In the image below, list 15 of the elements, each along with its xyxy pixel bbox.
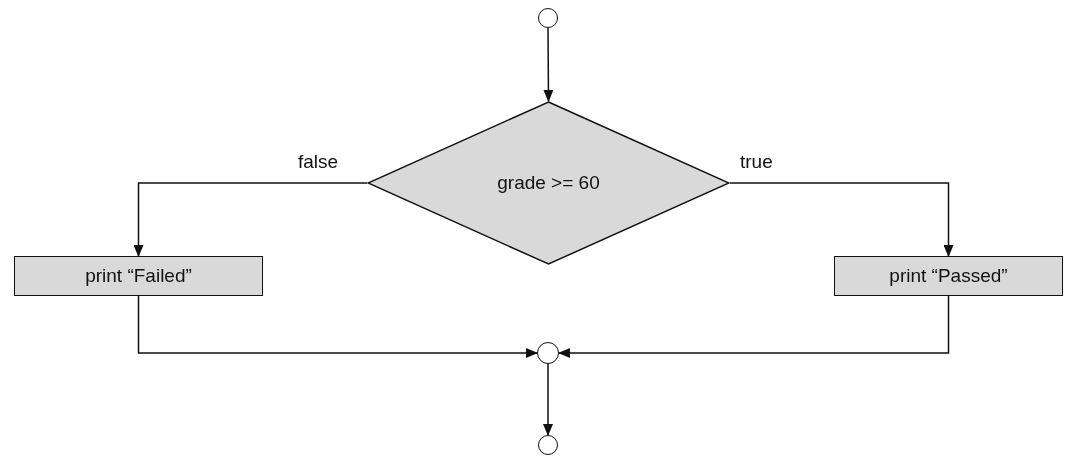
- arrow: [137, 295, 538, 358]
- arrow: [543, 363, 553, 436]
- action-text: print “Passed”: [889, 265, 1008, 287]
- arrow: [729, 182, 954, 257]
- action-text: print “Failed”: [85, 265, 192, 287]
- flow-circle: [537, 342, 559, 364]
- arrow: [543, 27, 554, 102]
- decision-diamond: [367, 101, 730, 265]
- arrow: [558, 295, 950, 358]
- flow-circle: [538, 435, 558, 455]
- process-box: [14, 256, 263, 296]
- arrow: [133, 182, 368, 257]
- flow-circle: [538, 8, 558, 28]
- process-box: [834, 256, 1063, 296]
- condition-text: grade >= 60: [497, 172, 600, 194]
